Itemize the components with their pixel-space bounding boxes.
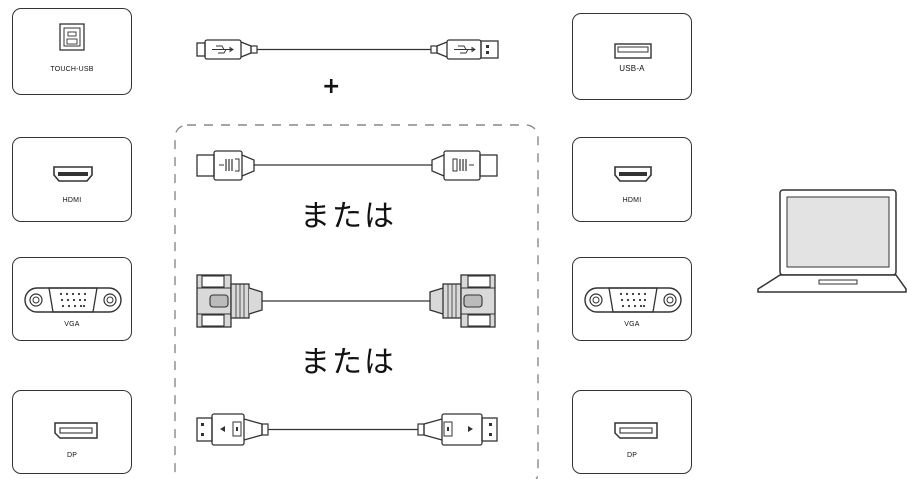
port-dp-left: DP bbox=[12, 390, 132, 474]
usb-a-port-icon bbox=[614, 43, 652, 59]
port-label: VGA bbox=[64, 321, 80, 328]
displayport-port-icon bbox=[614, 422, 658, 439]
port-label: DP bbox=[66, 452, 78, 459]
port-hdmi-right: HDMI bbox=[572, 137, 692, 222]
port-touch-usb-left: TOUCH-USB bbox=[12, 8, 132, 95]
or-label: または bbox=[300, 199, 396, 234]
port-label: HDMI bbox=[622, 197, 642, 204]
port-label: DP bbox=[626, 452, 638, 459]
port-vga-right: VGA bbox=[572, 257, 692, 341]
port-dp-right: DP bbox=[572, 390, 692, 474]
hdmi-port-icon bbox=[614, 166, 652, 182]
port-hdmi-left: HDMI bbox=[12, 137, 132, 222]
hdmi-port-icon bbox=[53, 166, 93, 182]
vga-port-icon bbox=[584, 287, 682, 313]
port-label: HDMI bbox=[62, 197, 82, 204]
port-usb-a-right: USB-A bbox=[572, 13, 692, 100]
displayport-port-icon bbox=[54, 422, 98, 439]
port-label: VGA bbox=[624, 321, 640, 328]
port-label: TOUCH-USB bbox=[50, 66, 94, 73]
usb-b-port-icon bbox=[59, 23, 85, 51]
port-vga-left: VGA bbox=[12, 257, 132, 341]
vga-port-icon bbox=[24, 287, 122, 313]
plus-sign: + bbox=[322, 74, 341, 99]
or-label: または bbox=[300, 345, 396, 380]
port-label: USB-A bbox=[619, 64, 645, 73]
